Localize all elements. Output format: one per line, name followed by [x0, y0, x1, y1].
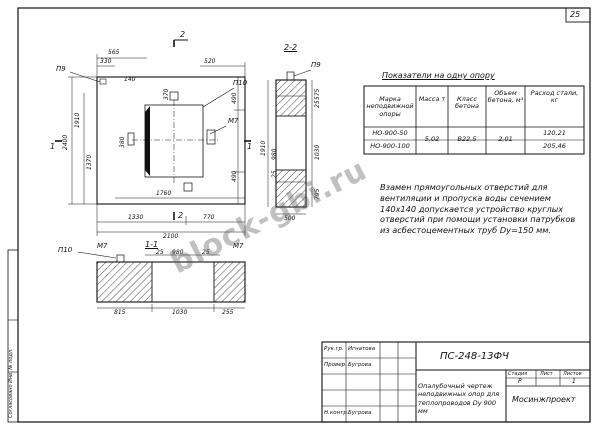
tb-role-1: Провер. — [324, 362, 347, 368]
table-header-mass: Масса т — [418, 95, 446, 103]
section-1-1-title: 1-1 — [145, 240, 159, 249]
label-m7-left: М7 — [97, 242, 108, 250]
dim-520: 520 — [204, 58, 216, 65]
label-m7-right: М7 — [233, 242, 244, 250]
dim-1030-s11: 1030 — [172, 309, 188, 316]
label-m7: М7 — [228, 117, 239, 125]
table-cell-r0-class: B22,5 — [457, 135, 477, 143]
dim-2400: 2400 — [62, 134, 69, 150]
side-stamp: Согласовано Инв. № подл. — [8, 348, 14, 418]
dim-255: 255 — [222, 309, 234, 316]
sheet-label: Лист — [540, 371, 553, 377]
organization-name: Мосинжпроект — [512, 395, 576, 404]
table-title: Показатели на одну опору — [382, 71, 495, 80]
tb-name-1: Бугрова — [348, 362, 372, 368]
dim-1330: 1330 — [128, 214, 144, 221]
tb-name-0: Игнатова — [348, 346, 376, 352]
table-header-volume: Объем бетона, м³ — [487, 89, 524, 105]
label-p10: П10 — [233, 79, 248, 87]
dim-980: 980 — [271, 148, 278, 160]
dim-2100: 2100 — [163, 233, 179, 240]
section-1-1-view — [77, 251, 246, 312]
dim-490-bottom: 490 — [231, 170, 238, 182]
section-mark-1-right: 1 — [247, 142, 253, 151]
section-mark-1-left: 1 — [50, 142, 56, 151]
dim-770: 770 — [203, 214, 215, 221]
stage-value: Р — [518, 378, 522, 385]
label-p10-section: П10 — [58, 246, 73, 254]
dim-330: 330 — [100, 58, 112, 65]
tb-role-0: Рук.гр. — [324, 346, 344, 352]
dim-25-s11: 25 — [156, 249, 164, 256]
drawing-note: Взамен прямоугольных отверстий для венти… — [380, 182, 576, 236]
title-block-lines — [321, 341, 591, 423]
table-header-steel: Расход стали, кг — [530, 89, 579, 105]
sheet-number: 25 — [570, 10, 581, 19]
dim-1030: 1030 — [314, 144, 321, 160]
dim-25-top: 25 — [314, 100, 321, 108]
dim-565: 565 — [108, 49, 120, 56]
dim-1910-section: 1910 — [260, 140, 267, 156]
table-header-class: Класс бетона — [454, 95, 479, 111]
table-cell-r1-steel: 205,46 — [543, 142, 566, 150]
dim-490-top: 490 — [231, 92, 238, 104]
table-cell-r0-steel: 120,21 — [543, 129, 566, 137]
section-2-2-view — [267, 69, 313, 215]
document-description: Опалубочный чертеж неподвижных опор для … — [418, 382, 500, 416]
stage-label: Стадия — [508, 371, 528, 377]
tb-role-4: Н.контр. — [324, 410, 349, 416]
dim-1370: 1370 — [86, 154, 93, 170]
label-p9-section: П9 — [311, 61, 321, 69]
tb-name-4: Бугрова — [348, 410, 372, 416]
dim-140: 140 — [124, 76, 136, 83]
sheets-value: 1 — [572, 378, 576, 385]
sheets-label: Листов — [563, 371, 582, 377]
section-2-2-title: 2-2 — [284, 43, 298, 52]
plan-view — [55, 39, 251, 236]
dim-1760: 1760 — [156, 190, 172, 197]
dim-1910: 1910 — [74, 112, 81, 128]
section-mark-2-bottom: 2 — [178, 211, 184, 220]
table-cell-r1-mark: НО-900-100 — [370, 142, 410, 150]
table-cell-r0-volume: 2,01 — [498, 135, 513, 143]
table-header-mark: Марка неподвижной опоры — [366, 95, 414, 118]
dim-25b-s11: 25 — [202, 249, 210, 256]
table-lines — [363, 85, 585, 155]
dim-380: 380 — [119, 136, 126, 148]
table-cell-r0-mark: НО-900-50 — [372, 129, 408, 137]
dim-370: 370 — [163, 88, 170, 100]
table-cell-r0-mass: 5,02 — [424, 135, 440, 143]
dim-575: 575 — [314, 88, 321, 100]
section-mark-2-top: 2 — [180, 30, 186, 39]
label-p9: П9 — [56, 65, 66, 73]
document-code: ПС-248-13ФЧ — [440, 351, 509, 362]
dim-500: 500 — [284, 215, 296, 222]
dim-25-bottom: 25 — [271, 170, 278, 178]
dim-815: 815 — [114, 309, 126, 316]
dim-980-s11: 980 — [172, 249, 184, 256]
